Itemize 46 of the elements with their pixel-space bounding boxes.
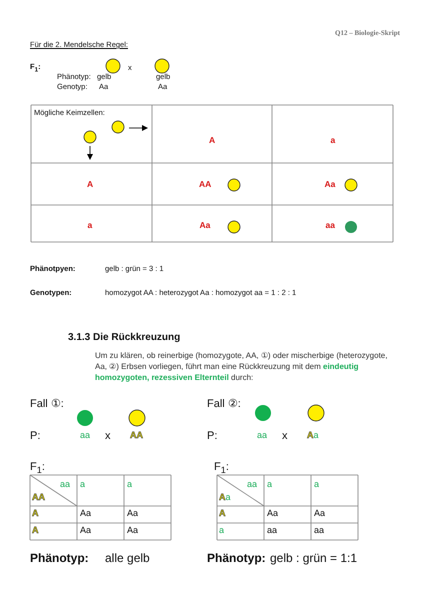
genotype-text: aa [267,525,278,536]
allele-text: A [219,508,226,519]
genotype-text: Aa [267,508,278,519]
genotype-text: aa [314,525,324,536]
generation-label: P: [30,430,40,444]
section-heading: 3.1.3 Die Rückkreuzung [68,332,180,344]
allele-text: a [219,525,224,536]
paragraph: Um zu klären, ob reinerbige (homozygote, AA, ①) oder mischerbige (heterozygote, Aa, ②) Erbsen vorliegen, führt man eine Rückkreuzung mit dem eindeutig homozygoten, rezessiven Elternteil durch: [95,351,388,384]
row-label: Phänotyp: [30,551,89,566]
genotype-text: aa [80,430,90,441]
genotype-text: Aa [200,220,210,230]
genotype-text: Aa [80,525,92,536]
allele-text: A [209,135,216,146]
allele-text: A [87,179,94,190]
genotype-text: AA [199,179,212,190]
allele-text: a [88,220,92,230]
genotype-text: AA [130,430,143,441]
cross-sign: x [282,430,288,444]
allele-text: A [32,508,38,519]
row-label: Phänotyp: [207,551,266,566]
genotype-text: Aa [80,508,92,519]
case-label: Fall ②: [207,398,241,412]
allele-text: a [314,479,320,490]
allele-text: aa [247,479,258,490]
case-label: Fall ①: [30,398,64,412]
genotype-text: Aa [307,430,319,441]
cross-sign: x [105,430,110,444]
genotype-text: Aa [314,508,326,519]
allele-text: a [330,135,336,146]
allele-text: a [267,479,272,490]
genotype-text: Aa [127,525,138,536]
result-text: alle gelb [105,551,150,566]
allele-text: aa [60,479,70,490]
genotype-text: aa [257,430,268,441]
genotype-text: Aa [324,179,336,190]
genotype-text: AA [32,492,45,503]
generation-label: F$_{1}$: [214,461,229,476]
genotype-text: Aa [127,508,138,519]
allele-text: a [80,479,86,490]
allele-text: A [32,525,38,536]
genotype-text: aa [326,220,335,230]
generation-label: F$_{1}$: [30,461,45,476]
genotype-text: Aa [219,492,231,503]
result-text: gelb : grün = 1:1 [270,551,358,566]
generation-label: P: [207,430,218,444]
allele-text: a [127,479,132,490]
